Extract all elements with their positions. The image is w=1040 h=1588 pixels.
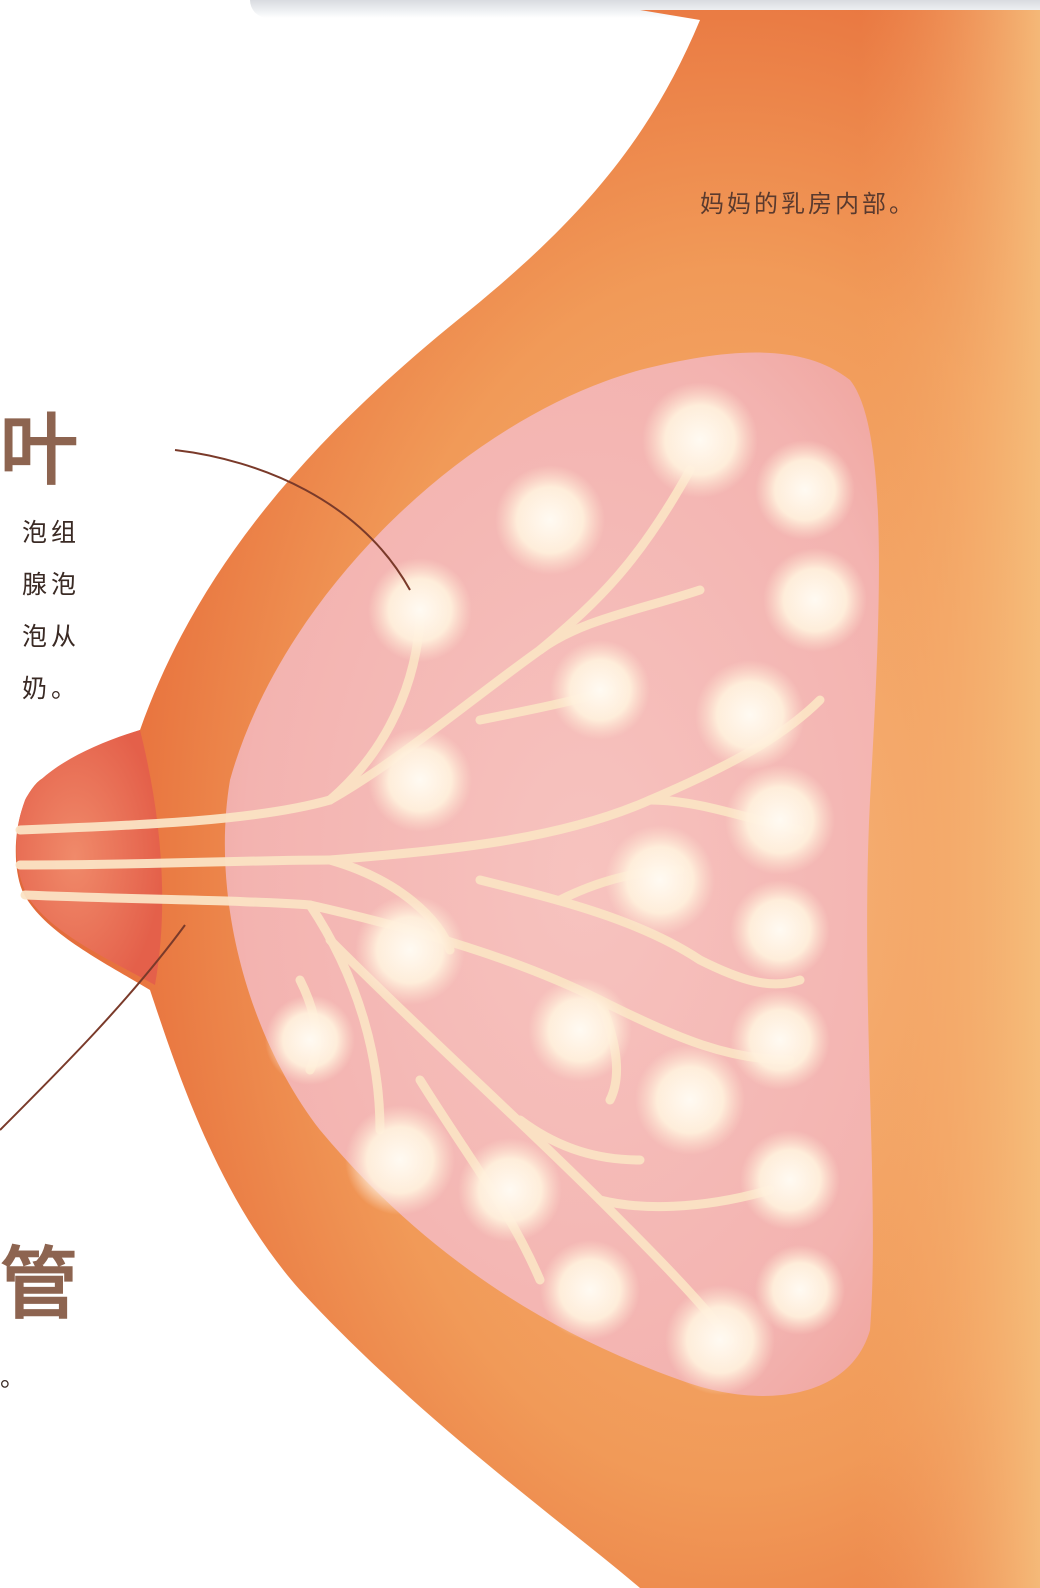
lobe-text-line: 泡组 bbox=[0, 507, 80, 559]
lobe-heading: 叶 bbox=[0, 388, 80, 500]
nipple bbox=[16, 730, 162, 985]
lobe-text-line: 泡从 bbox=[0, 611, 80, 663]
lobe-description: 泡组 腺泡 泡从 奶。 bbox=[0, 507, 80, 715]
duct-heading: 管 bbox=[0, 1222, 78, 1334]
duct-text-line: 。 bbox=[0, 1352, 30, 1404]
duct-description: 。 bbox=[0, 1352, 30, 1404]
illustration-caption: 妈妈的乳房内部。 bbox=[700, 184, 916, 219]
lobe-text-line: 奶。 bbox=[0, 663, 80, 715]
lobe-text-line: 腺泡 bbox=[0, 559, 80, 611]
